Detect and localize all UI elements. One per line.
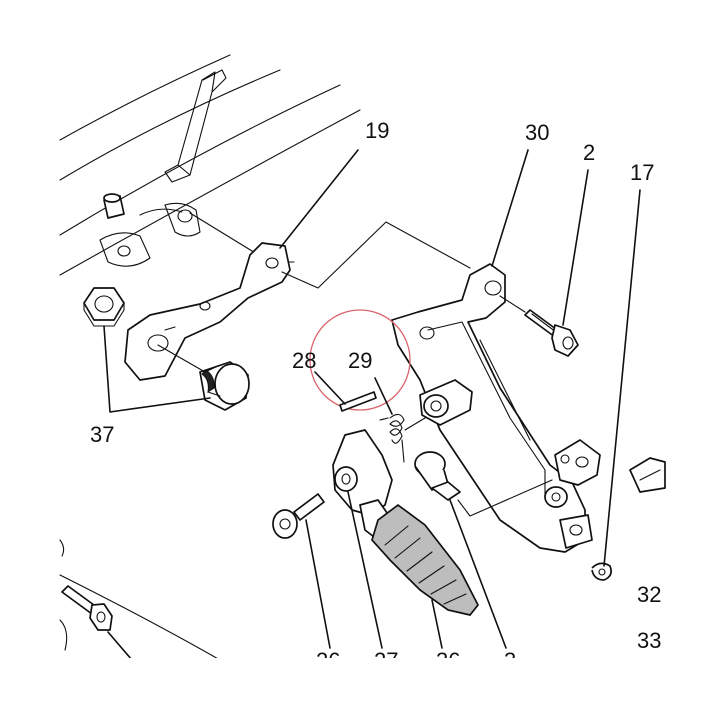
callout-2: 2 bbox=[583, 140, 595, 165]
leader-27 bbox=[347, 491, 383, 649]
frame-bolt-icon bbox=[103, 193, 125, 219]
leader-bracket-to-damper bbox=[157, 344, 206, 373]
leader-2 bbox=[562, 169, 589, 326]
bottom-frame-curve-3 bbox=[59, 539, 65, 557]
footpeg-arm bbox=[391, 263, 601, 553]
footrest-bracket bbox=[124, 242, 291, 381]
leader-30 bbox=[491, 149, 529, 267]
callout-32: 32 bbox=[637, 582, 661, 607]
leader-26 bbox=[305, 519, 331, 649]
leader-36 bbox=[431, 599, 443, 649]
frame-outline bbox=[59, 54, 361, 276]
bottom-frame-curve bbox=[59, 574, 221, 661]
leader-37 bbox=[103, 325, 211, 413]
bottom-crop bbox=[0, 658, 720, 720]
callout-19: 19 bbox=[365, 118, 389, 143]
leader-bracket-to-arm bbox=[281, 221, 471, 289]
callout-33: 33 bbox=[637, 628, 661, 653]
leader-spring-to-boss bbox=[404, 417, 426, 431]
bolt-icon bbox=[524, 309, 579, 357]
leader-28 bbox=[314, 371, 346, 405]
leader-17 bbox=[603, 189, 641, 567]
callout-37: 37 bbox=[90, 422, 114, 447]
edge-part bbox=[629, 457, 666, 493]
callout-28: 28 bbox=[292, 348, 316, 373]
bottom-frame-curve-2 bbox=[59, 619, 68, 651]
nut-icon bbox=[83, 287, 125, 327]
clip-icon bbox=[591, 562, 612, 581]
leader-bolt-to-arm bbox=[499, 295, 526, 313]
highlight-circle bbox=[309, 309, 411, 411]
leader-pin-to-arm bbox=[457, 479, 553, 517]
edge-part-detail bbox=[639, 469, 661, 481]
bolt-26-icon bbox=[272, 493, 325, 539]
peg-rubber bbox=[371, 503, 480, 616]
callout-17: 17 bbox=[630, 160, 654, 185]
spring-icon bbox=[379, 413, 405, 463]
bottom-bolt-icon bbox=[61, 585, 113, 631]
damper-icon bbox=[199, 361, 250, 411]
leader-3 bbox=[449, 499, 507, 649]
callout-30: 30 bbox=[525, 120, 549, 145]
leader-bottom-bolt bbox=[107, 631, 133, 661]
pin-icon bbox=[339, 391, 377, 412]
leader-29 bbox=[374, 377, 393, 415]
callout-29: 29 bbox=[348, 348, 372, 373]
leader-19 bbox=[279, 149, 359, 249]
pivot-pin-icon bbox=[414, 451, 461, 501]
pivot-boss bbox=[419, 379, 473, 426]
